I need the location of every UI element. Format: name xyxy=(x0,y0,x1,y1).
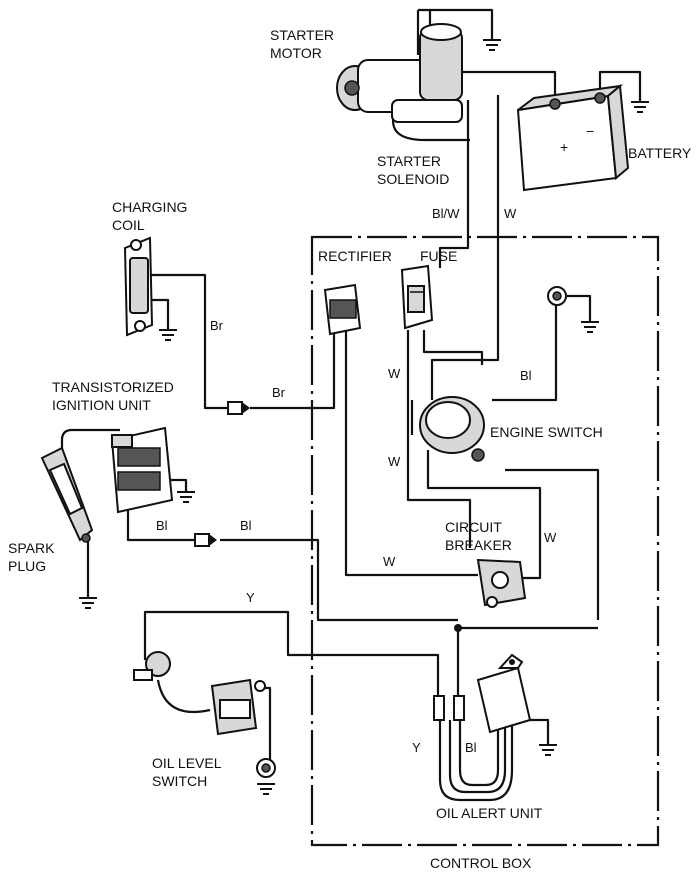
wire-alert-loop-3 xyxy=(458,720,500,787)
wire-label-bl-ignition: Bl xyxy=(156,518,168,533)
junction-dot xyxy=(454,624,462,632)
wire-alert-loop xyxy=(438,720,514,802)
wire-rectifier-br xyxy=(250,330,336,410)
connector-br xyxy=(227,401,250,415)
label-engine-switch: ENGINE SWITCH xyxy=(490,424,603,440)
label-starter-solenoid-2: SOLENOID xyxy=(377,171,449,187)
wire-label-w-fuse: W xyxy=(388,366,401,381)
wire-label-bl-switch: Bl xyxy=(520,368,532,383)
label-starter-motor-1: STARTER xyxy=(270,27,334,43)
wire-label-br-coil: Br xyxy=(210,318,224,333)
label-charging-coil-2: COIL xyxy=(112,217,145,233)
wire-rectifier-breaker xyxy=(344,330,478,577)
label-fuse: FUSE xyxy=(420,248,457,264)
wire-alert-loop-2 xyxy=(448,720,507,794)
wire-label-bl-connector: Bl xyxy=(240,518,252,533)
starter-motor-icon xyxy=(336,23,463,123)
engine-switch-icon xyxy=(419,396,485,462)
oil-level-switch-icon xyxy=(133,651,266,736)
label-spark-plug-2: PLUG xyxy=(8,558,46,574)
wire-battery-ground xyxy=(598,70,642,102)
wire-bl-w xyxy=(438,100,470,268)
wire-label-bl-w: Bl/W xyxy=(432,206,460,221)
wire-coil-ground xyxy=(150,298,170,330)
wiring xyxy=(60,8,642,802)
fuse-icon xyxy=(400,264,434,330)
ignition-unit-icon xyxy=(110,426,174,514)
wire-w-solenoid xyxy=(430,95,500,400)
svg-text:+: + xyxy=(560,139,568,155)
wire-fuse-breaker xyxy=(406,330,472,548)
wire-alert-ground xyxy=(530,718,550,745)
wire-label-w-breaker-left: W xyxy=(383,554,396,569)
ground-icon xyxy=(79,39,649,795)
label-starter-solenoid-1: STARTER xyxy=(377,153,441,169)
label-charging-coil-1: CHARGING xyxy=(112,199,187,215)
wire-label-br-connector: Br xyxy=(272,385,286,400)
label-oil-level-switch-2: SWITCH xyxy=(152,773,207,789)
wire-label-w-breaker-right: W xyxy=(544,530,557,545)
wire-starter-ground xyxy=(416,8,494,55)
terminal-oil-ground xyxy=(256,758,276,778)
wire-label-w-switch: W xyxy=(388,454,401,469)
label-oil-alert-unit: OIL ALERT UNIT xyxy=(436,805,543,821)
circuit-breaker-icon xyxy=(476,558,527,608)
battery-icon: + − xyxy=(516,84,630,192)
wire-oil-switch-ground xyxy=(262,686,272,770)
wire-label-w-starter: W xyxy=(504,206,517,221)
label-spark-plug-1: SPARK xyxy=(8,540,55,556)
wire-starter-battery xyxy=(462,70,557,100)
connector-oil-alert xyxy=(433,695,465,721)
label-oil-level-switch-1: OIL LEVEL xyxy=(152,755,222,771)
rectifier-icon xyxy=(323,283,362,336)
label-starter-motor-2: MOTOR xyxy=(270,45,322,61)
connector-bl xyxy=(194,533,217,547)
label-ignition-unit-2: IGNITION UNIT xyxy=(52,397,151,413)
oil-alert-unit-icon xyxy=(476,653,532,734)
label-control-box: CONTROL BOX xyxy=(430,855,532,871)
wire-label-y-alert: Y xyxy=(412,740,421,755)
wire-label-y-oil: Y xyxy=(246,590,255,605)
wire-label-bl-alert: Bl xyxy=(465,740,477,755)
label-circuit-breaker-2: BREAKER xyxy=(445,537,512,553)
label-ignition-unit-1: TRANSISTORIZED xyxy=(52,379,174,395)
wire-spark-cable xyxy=(60,428,120,470)
terminal-ground xyxy=(547,286,592,322)
label-circuit-breaker-1: CIRCUIT xyxy=(445,519,502,535)
wire-fuse-switch xyxy=(422,330,484,365)
wire-ignition-ground xyxy=(170,478,188,492)
label-battery: BATTERY xyxy=(628,145,692,161)
wire-switch-breaker xyxy=(426,450,542,580)
wire-switch-junction xyxy=(410,400,600,620)
svg-text:−: − xyxy=(586,123,594,139)
wire-ignition-bl xyxy=(126,505,195,542)
charging-coil-icon xyxy=(123,236,154,337)
label-rectifier: RECTIFIER xyxy=(318,248,392,264)
wire-connector-bl xyxy=(220,538,458,622)
wire-oil-sensor xyxy=(156,679,211,714)
spark-plug-icon xyxy=(40,446,94,543)
wire-coil-br xyxy=(150,273,228,410)
wire-bl-switch xyxy=(492,305,558,402)
wire-y-oil xyxy=(143,610,440,700)
